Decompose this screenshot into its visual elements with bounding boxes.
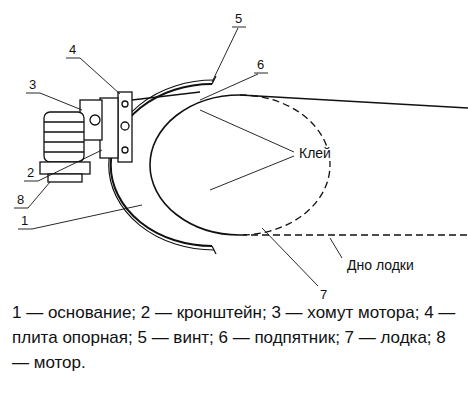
leader [28, 182, 50, 208]
callout-number: 8 [17, 192, 24, 207]
callout-number: 7 [320, 287, 327, 302]
parts-caption: 1 — основание; 2 — кронштейн; 3 — хомут … [12, 300, 458, 375]
boat-bottom-edge [240, 234, 468, 235]
boat-section [240, 95, 330, 235]
bolt [122, 147, 128, 153]
leader [14, 208, 28, 209]
clamp-bolt [90, 115, 100, 125]
motor-rib [44, 131, 84, 132]
leader [38, 150, 102, 181]
leader [32, 205, 142, 229]
bracket [100, 98, 118, 158]
base-arc-outer [109, 80, 214, 250]
leader [40, 93, 82, 110]
leader [80, 58, 120, 94]
note-label: Дно лодки [346, 258, 415, 273]
leader [200, 110, 294, 152]
leader [232, 27, 246, 28]
leader [212, 28, 238, 82]
motor-shaft [48, 174, 82, 182]
leader [18, 229, 32, 230]
motor-rib [44, 151, 84, 152]
motor-rib [44, 121, 84, 122]
boat-bow [150, 95, 240, 235]
leader [24, 181, 38, 182]
leader [262, 228, 318, 286]
screw [132, 92, 200, 100]
support-plate [118, 92, 132, 162]
base-tick [212, 246, 216, 254]
base-arc [111, 84, 212, 246]
leader [210, 156, 294, 190]
callout-number: 3 [29, 77, 36, 92]
boat-top-edge [240, 95, 468, 108]
callout-number: 2 [27, 165, 34, 180]
leader [26, 93, 40, 94]
motor-rib [44, 141, 84, 142]
callout-number: 1 [21, 213, 28, 228]
leader [66, 58, 80, 59]
note-label: Клей [298, 146, 332, 161]
leader [254, 73, 268, 74]
bolt [122, 101, 128, 107]
leader [200, 74, 258, 100]
bolt [121, 122, 129, 130]
callout-number: 6 [257, 57, 264, 72]
callout-number: 4 [69, 42, 76, 57]
callout-number: 5 [235, 11, 242, 26]
motor-body [44, 112, 84, 162]
leader [330, 238, 342, 258]
